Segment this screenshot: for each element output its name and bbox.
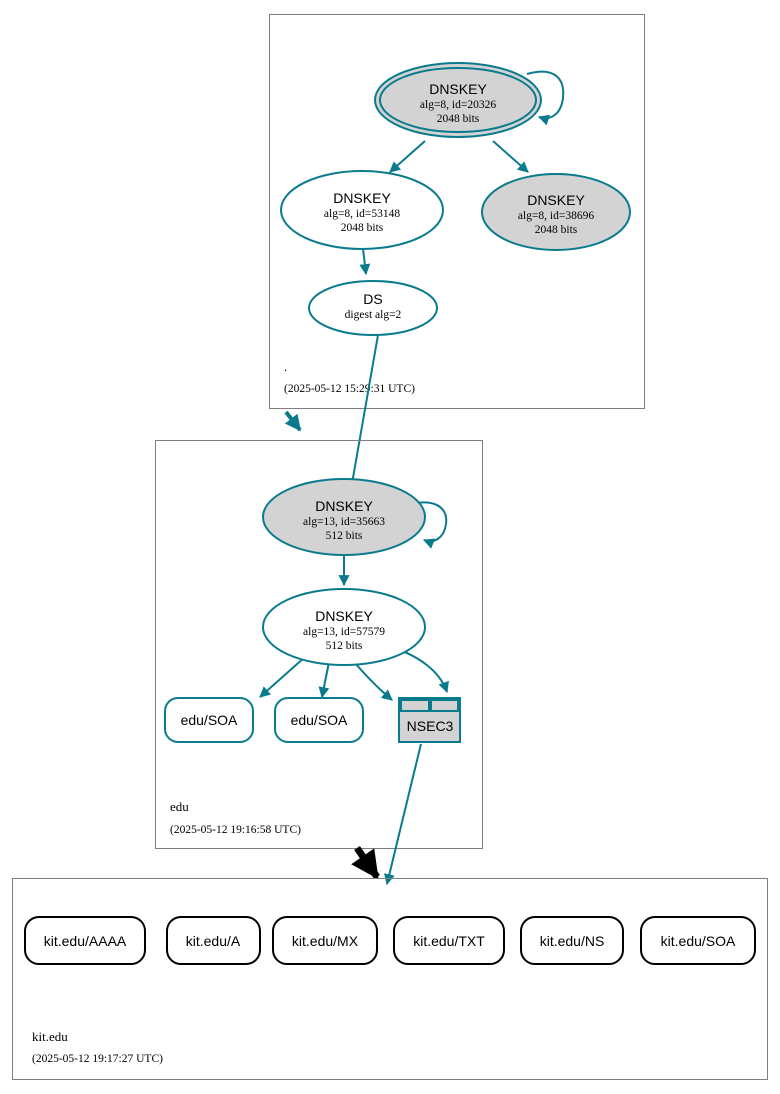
zone-cluster-kit-edu-border — [12, 878, 768, 1080]
node-shape — [308, 280, 438, 336]
node-line2: digest alg=2 — [345, 309, 402, 321]
node-shape — [481, 173, 631, 251]
node-title: DNSKEY — [315, 608, 373, 624]
node-dnskey-root-zsk-53148[interactable]: DNSKEY alg=8, id=53148 2048 bits — [280, 170, 444, 250]
edge-delegation-root-to-edu — [284, 410, 302, 432]
zone-cluster-edu: DNSKEY alg=13, id=35663 512 bits DNSKEY … — [155, 440, 483, 849]
edge-root-zsk-to-ds — [359, 248, 371, 276]
node-rrset-kit-edu-soa[interactable]: kit.edu/SOA — [640, 916, 756, 965]
node-title: kit.edu/A — [186, 933, 241, 949]
node-line2: alg=13, id=35663 — [303, 516, 385, 528]
zone-cluster-root: DNSKEY alg=8, id=20326 2048 bits DNSKEY … — [269, 14, 645, 409]
node-title: kit.edu/MX — [292, 933, 359, 949]
node-title: DNSKEY — [315, 498, 373, 514]
node-title: kit.edu/SOA — [661, 933, 736, 949]
node-line3: 512 bits — [326, 640, 363, 652]
edge-edu-zsk-to-soa-1 — [259, 656, 306, 698]
node-ds-root[interactable]: DS digest alg=2 — [308, 280, 438, 336]
edge-root-ksk-to-zsk-53148 — [389, 140, 426, 173]
node-line3: 2048 bits — [437, 113, 480, 125]
edge-edu-zsk-to-nsec3-a — [354, 662, 393, 701]
node-rrset-edu-soa-2[interactable]: edu/SOA — [274, 697, 364, 743]
node-line3: 2048 bits — [341, 222, 384, 234]
edge-root-ksk-to-zsk-38696 — [492, 140, 529, 173]
edge-delegation-edu-to-kit-edu — [351, 846, 380, 880]
node-title: edu/SOA — [291, 712, 348, 728]
edge-edu-ksk-self-sign — [410, 501, 448, 549]
edge-edu-zsk-to-soa-2 — [318, 661, 330, 699]
node-title: edu/SOA — [181, 712, 238, 728]
node-shape — [262, 588, 426, 666]
node-dnskey-edu-ksk-35663[interactable]: DNSKEY alg=13, id=35663 512 bits — [262, 478, 426, 556]
zone-label-kit-edu: kit.edu — [32, 1029, 68, 1044]
node-title: DNSKEY — [527, 192, 585, 208]
node-shape — [166, 916, 261, 965]
node-title: DNSKEY — [333, 190, 391, 206]
node-dnskey-root-zsk-38696[interactable]: DNSKEY alg=8, id=38696 2048 bits — [481, 173, 631, 251]
node-shape — [262, 478, 426, 556]
node-rrset-kit-edu-ns[interactable]: kit.edu/NS — [520, 916, 624, 965]
node-title: kit.edu/AAAA — [44, 933, 127, 949]
node-nsec3-edu[interactable]: NSEC3 — [398, 697, 461, 743]
node-rrset-kit-edu-aaaa[interactable]: kit.edu/AAAA — [24, 916, 146, 965]
node-line2: alg=8, id=38696 — [518, 210, 594, 222]
node-rrset-kit-edu-mx[interactable]: kit.edu/MX — [272, 916, 378, 965]
node-title: DNSKEY — [429, 81, 487, 97]
node-shape — [164, 697, 254, 743]
node-shape-inner — [379, 67, 537, 133]
node-shape — [640, 916, 756, 965]
edge-root-ksk-self-sign — [526, 70, 565, 126]
node-line3: 2048 bits — [535, 224, 578, 236]
node-shape — [24, 916, 146, 965]
node-shape — [520, 916, 624, 965]
node-cell-left — [400, 699, 430, 712]
zone-timestamp-kit-edu: (2025-05-12 19:17:27 UTC) — [32, 1053, 163, 1065]
zone-cluster-edu-border — [155, 440, 483, 849]
node-line3: 512 bits — [326, 530, 363, 542]
edge-ds-to-edu-ksk — [346, 334, 379, 497]
zone-cluster-root-border — [269, 14, 645, 409]
zone-cluster-kit-edu: kit.edu/AAAA kit.edu/A kit.edu/MX kit.ed… — [12, 878, 768, 1080]
zone-label-root: . — [284, 359, 287, 374]
node-dnskey-root-ksk-20326[interactable]: DNSKEY alg=8, id=20326 2048 bits — [374, 62, 542, 138]
node-rrset-edu-soa-1[interactable]: edu/SOA — [164, 697, 254, 743]
node-title: DS — [363, 291, 382, 307]
zone-label-edu: edu — [170, 799, 189, 814]
node-rrset-kit-edu-txt[interactable]: kit.edu/TXT — [393, 916, 505, 965]
node-shape — [272, 916, 378, 965]
node-shape — [393, 916, 505, 965]
node-shape — [280, 170, 444, 250]
node-title: kit.edu/NS — [540, 933, 605, 949]
node-cell-right — [430, 699, 459, 712]
zone-timestamp-root: (2025-05-12 15:29:31 UTC) — [284, 383, 415, 395]
node-title: kit.edu/TXT — [413, 933, 485, 949]
node-line2: alg=13, id=57579 — [303, 626, 385, 638]
zone-timestamp-edu: (2025-05-12 19:16:58 UTC) — [170, 824, 301, 836]
node-shape — [274, 697, 364, 743]
node-title: NSEC3 — [407, 718, 454, 734]
node-line2: alg=8, id=20326 — [420, 99, 496, 111]
edge-nsec3-to-kit-edu — [383, 743, 422, 886]
node-line2: alg=8, id=53148 — [324, 208, 400, 220]
node-rrset-kit-edu-a[interactable]: kit.edu/A — [166, 916, 261, 965]
node-dnskey-edu-zsk-57579[interactable]: DNSKEY alg=13, id=57579 512 bits — [262, 588, 426, 666]
